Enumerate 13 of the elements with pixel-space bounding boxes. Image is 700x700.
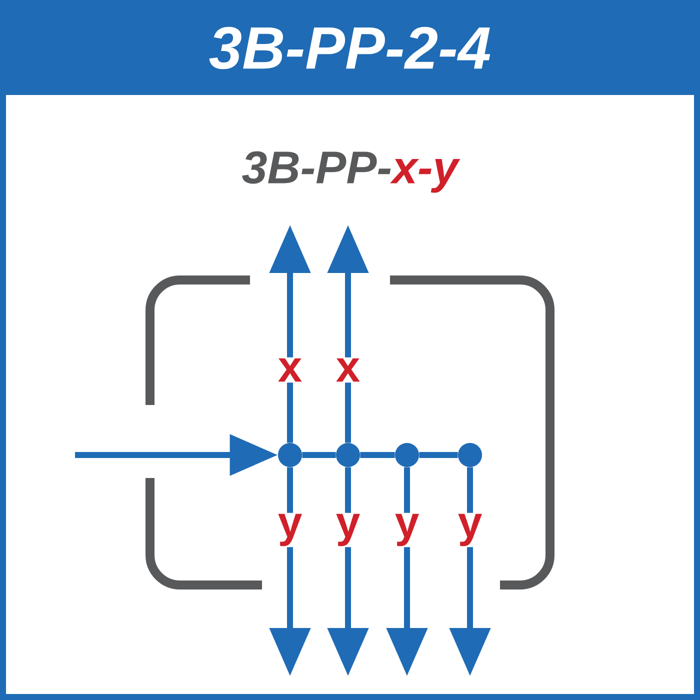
edge-label: y bbox=[394, 512, 420, 548]
edge-label: x bbox=[334, 357, 362, 383]
boundary-frame bbox=[146, 276, 554, 590]
subtitle: 3B-PP-x-y bbox=[242, 151, 460, 193]
edge-label: x bbox=[276, 357, 304, 383]
junction-dot bbox=[336, 443, 360, 467]
junction-dot bbox=[458, 443, 482, 467]
edge-label: y bbox=[334, 512, 362, 548]
junction-dot bbox=[278, 443, 302, 467]
junction-dot bbox=[395, 443, 419, 467]
header-band: 3B-PP-2-4 bbox=[0, 0, 700, 95]
edge-label: y bbox=[456, 512, 484, 548]
edge-label: y bbox=[276, 512, 304, 548]
